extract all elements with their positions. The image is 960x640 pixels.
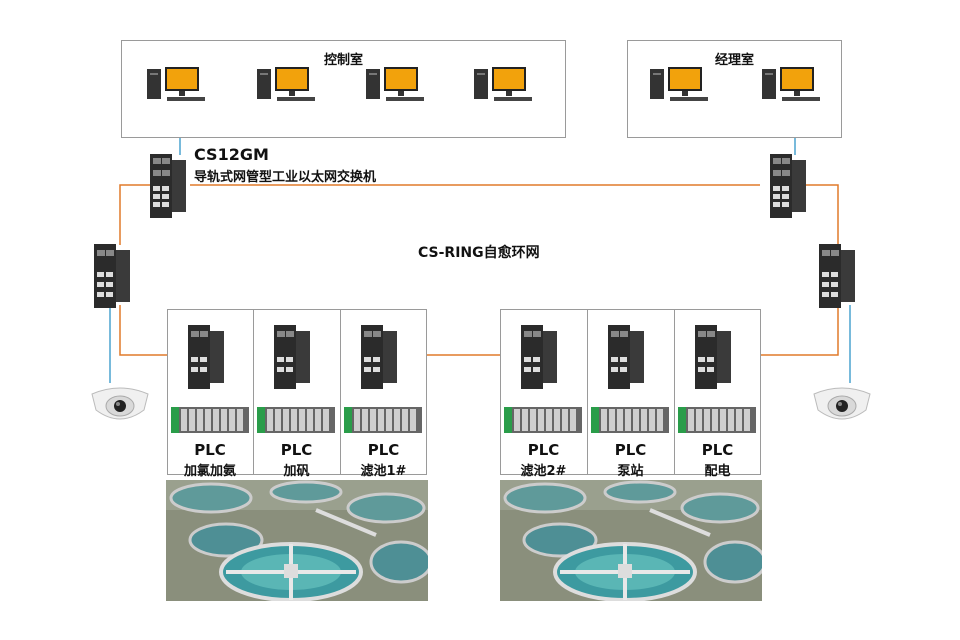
camera-icon bbox=[813, 387, 871, 420]
switch-icon bbox=[361, 325, 397, 389]
water-plant-image bbox=[500, 480, 762, 601]
camera-icon bbox=[91, 387, 149, 420]
switch-model-label: CS12GM bbox=[194, 145, 269, 164]
computer-icon bbox=[366, 67, 424, 101]
camera-links bbox=[109, 305, 851, 383]
plc-rack-icon bbox=[344, 407, 422, 433]
switch-icon bbox=[819, 244, 855, 308]
switch-icon bbox=[94, 244, 130, 308]
ring-lines bbox=[119, 184, 839, 356]
control-room-title: 控制室 bbox=[323, 53, 363, 68]
divider bbox=[674, 309, 675, 475]
plc-rack-icon bbox=[257, 407, 335, 433]
computer-icon bbox=[650, 67, 708, 101]
divider bbox=[587, 309, 588, 475]
plc-rack-icon bbox=[678, 407, 756, 433]
switch-icon bbox=[188, 325, 224, 389]
switch-icon bbox=[150, 154, 186, 218]
switch-icon bbox=[521, 325, 557, 389]
computer-icon bbox=[257, 67, 315, 101]
plc-rack-icon bbox=[591, 407, 669, 433]
switch-icon bbox=[608, 325, 644, 389]
computer-icon bbox=[762, 67, 820, 101]
plc-rack-icon bbox=[171, 407, 249, 433]
computer-icon bbox=[147, 67, 205, 101]
switch-icon bbox=[695, 325, 731, 389]
computer-icon bbox=[474, 67, 532, 101]
divider bbox=[340, 309, 341, 475]
divider bbox=[253, 309, 254, 475]
ring-label: CS-RING自愈环网 bbox=[418, 245, 540, 261]
water-plant-image bbox=[166, 480, 428, 601]
switch-description-label: 导轨式网管型工业以太网交换机 bbox=[194, 170, 377, 185]
plc-rack-icon bbox=[504, 407, 582, 433]
switch-icon bbox=[770, 154, 806, 218]
manager-room-title: 经理室 bbox=[714, 53, 754, 68]
switch-icon bbox=[274, 325, 310, 389]
